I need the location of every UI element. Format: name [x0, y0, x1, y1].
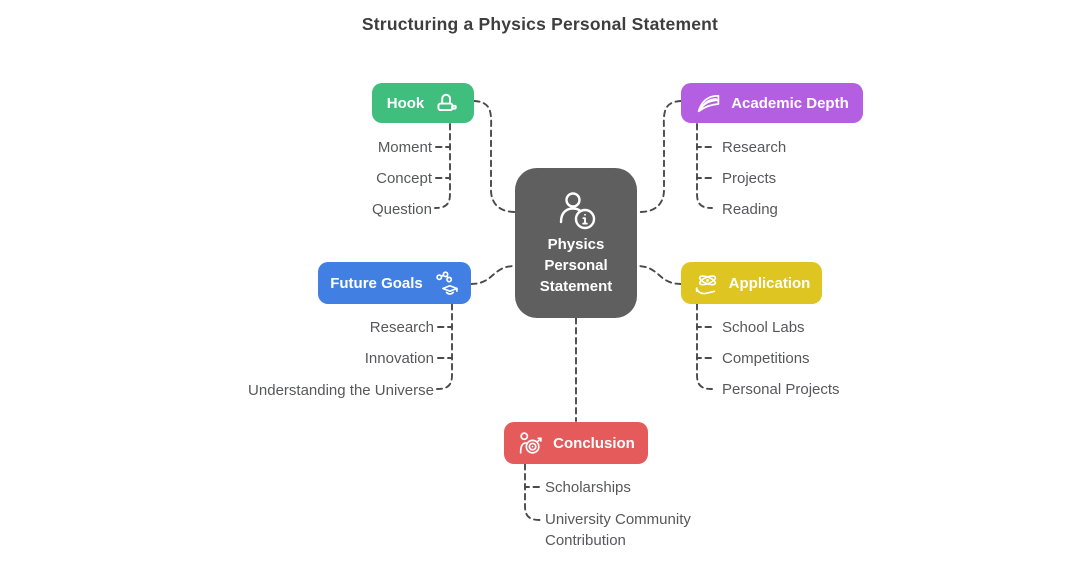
node-conclusion: Conclusion [504, 422, 648, 464]
branch-item: Projects [722, 170, 777, 187]
node-hook-label: Hook [386, 94, 425, 112]
branch-item: Research [369, 319, 434, 336]
node-academic-depth-label: Academic Depth [731, 94, 849, 112]
branch-item: Innovation [364, 350, 434, 367]
node-conclusion-label: Conclusion [553, 434, 635, 452]
branch-item: Competitions [722, 350, 810, 367]
branch-item: Research [722, 139, 787, 156]
node-future-goals: Future Goals [318, 262, 471, 304]
node-hook: Hook [372, 83, 474, 123]
person-target-icon [517, 430, 544, 457]
node-application: Application [681, 262, 822, 304]
center-node-label: Physics Personal Statement [539, 235, 613, 295]
graduate-molecule-icon [432, 270, 459, 297]
lock-icon [433, 90, 459, 116]
node-future-goals-label: Future Goals [330, 274, 423, 292]
branch-item: Personal Projects [722, 381, 840, 398]
branch-item: Understanding the Universe [248, 382, 434, 399]
node-application-label: Application [728, 274, 811, 292]
branch-item: Concept [376, 170, 432, 187]
branch-item: Reading [722, 201, 778, 218]
node-academic-depth: Academic Depth [681, 83, 863, 123]
page-title: Structuring a Physics Personal Statement [361, 14, 719, 34]
branch-item: Scholarships [545, 479, 631, 496]
open-book-icon [695, 91, 722, 116]
branch-item: University Community Contribution [545, 511, 691, 549]
branch-item: Question [371, 201, 432, 218]
branch-item: School Labs [722, 319, 805, 336]
node-physics-personal-statement: Physics Personal Statement [515, 168, 637, 318]
person-info-icon [553, 190, 599, 232]
hand-atom-icon [693, 270, 720, 297]
branch-item: Moment [377, 139, 432, 156]
